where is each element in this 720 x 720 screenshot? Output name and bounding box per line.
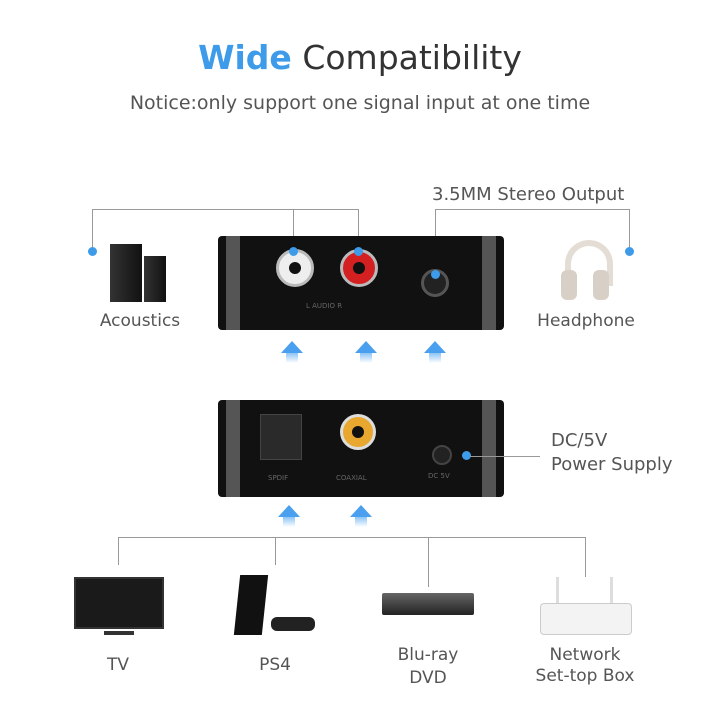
source-label-network: Network (549, 645, 621, 665)
source-label-settop: Set-top Box (535, 666, 635, 686)
dc-label: DC 5V (428, 472, 450, 480)
connector-line (92, 209, 93, 251)
coaxial-jack (340, 414, 376, 450)
connector-line (293, 209, 294, 251)
connector-line (275, 537, 276, 565)
bluray-player-icon (382, 593, 474, 615)
connector-line (629, 209, 630, 251)
coaxial-label: COAXIAL (336, 474, 367, 482)
speakers-icon (110, 240, 170, 302)
tv-icon (74, 577, 164, 637)
connector-line (428, 537, 429, 587)
power-label-line2: Power Supply (551, 454, 673, 475)
connector-dot (431, 270, 440, 279)
connector-dot (354, 247, 363, 256)
arrow-up-icon (350, 505, 372, 527)
source-label-bluray: Blu-ray (397, 645, 459, 665)
source-label-dvd: DVD (409, 668, 447, 688)
page-title: Wide Compatibility (198, 38, 522, 77)
router-icon (540, 577, 632, 637)
stereo-output-label: 3.5MM Stereo Output (432, 184, 625, 205)
connector-line (585, 537, 586, 577)
power-label-line1: DC/5V (551, 430, 608, 451)
connector-line (92, 209, 359, 210)
arrow-up-icon (281, 341, 303, 363)
connector-dot (625, 247, 634, 256)
arrow-up-icon (278, 505, 300, 527)
spdif-label: SPDIF (268, 474, 289, 482)
dc-jack (432, 445, 452, 465)
connector-dot (88, 247, 97, 256)
connector-line (470, 456, 540, 457)
arrow-up-icon (355, 341, 377, 363)
arrow-up-icon (424, 341, 446, 363)
connector-dot (289, 247, 298, 256)
connector-dot (462, 451, 471, 460)
connector-line (358, 209, 359, 251)
source-label-ps4: PS4 (259, 655, 291, 675)
ps4-icon (233, 575, 317, 637)
subtitle: Notice:only support one signal input at … (129, 92, 591, 114)
source-label-tv: TV (106, 655, 129, 675)
converter-input-panel: SPDIF COAXIAL DC 5V (218, 400, 504, 497)
acoustics-label: Acoustics (99, 311, 181, 331)
spdif-port (260, 414, 302, 460)
connector-line (118, 537, 119, 565)
headphone-icon (561, 240, 613, 302)
connector-line (435, 209, 630, 210)
audio-port-label: L AUDIO R (306, 302, 343, 310)
connector-line (118, 537, 586, 538)
headphone-label: Headphone (537, 311, 635, 331)
